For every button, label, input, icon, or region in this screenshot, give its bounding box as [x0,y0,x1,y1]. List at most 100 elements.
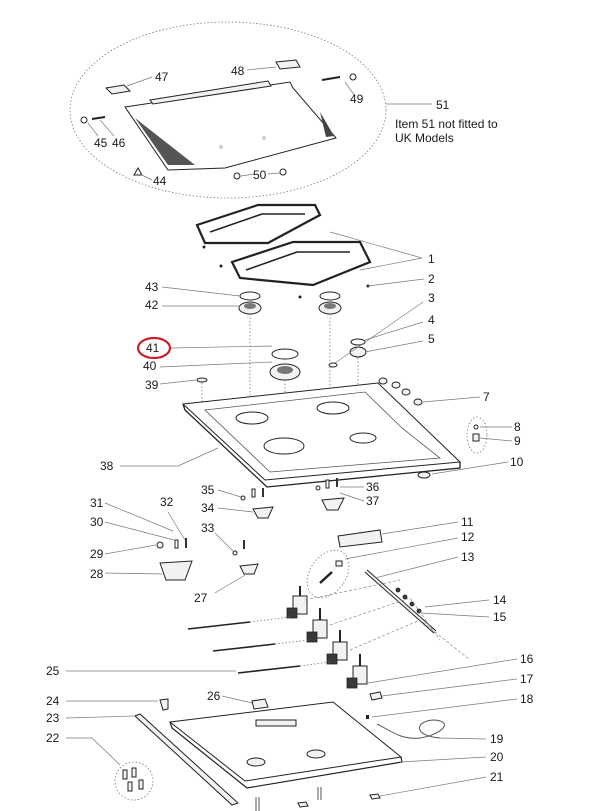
callout-21: 21 [490,770,504,784]
burner-seat [263,437,305,455]
part-50-buffer [279,168,287,176]
pan-supports: 1 2 [195,203,435,299]
callout-49: 49 [350,92,364,106]
lid-dot [219,145,223,149]
callout-4: 4 [428,313,435,327]
burner-bowl-34 [252,506,274,519]
burner-cap-4 [350,338,366,346]
part-17-clip [369,691,383,701]
glass-lid [124,81,337,171]
switch-button [391,381,401,389]
part-20-base-tray [168,701,403,782]
part-48-hinge [275,59,301,70]
pan-support-front [230,240,372,287]
part-21-clip [369,793,381,800]
switch-button [378,377,388,385]
callout-25: 25 [46,664,60,678]
hob-top-plate [181,382,462,481]
thermocouple [212,643,276,652]
part-26-bracket [251,698,269,710]
callout-17: 17 [520,672,534,686]
switch-button [413,398,423,406]
gas-tap [306,608,328,643]
callout-41: 41 [146,341,160,355]
part-24-clip [159,698,169,711]
callout-10: 10 [510,455,524,469]
callout-15: 15 [493,610,507,624]
burner-bowl-27 [239,563,259,575]
callout-36: 36 [366,480,380,494]
callout-51: 51 [436,98,450,112]
part-39-plug [196,377,208,383]
callout-3: 3 [428,291,435,305]
callout-46: 46 [112,136,126,150]
part-12-group [306,549,350,599]
callout-16: 16 [520,652,534,666]
burner-cap-41 [271,348,299,360]
callout-34: 34 [201,501,215,515]
callout-28: 28 [90,567,104,581]
burner-head-5 [349,346,367,358]
callout-47: 47 [155,70,169,84]
callout-27: 27 [194,591,208,605]
thermocouple [237,665,301,674]
note-line-1: Item 51 not fitted to [395,117,498,131]
parts-8-9-group [466,416,488,454]
burner-bowls: 35 34 36 37 33 27 31 32 30 29 28 [90,478,380,605]
callout-50: 50 [253,168,267,182]
callout-32: 32 [160,495,174,509]
callout-19: 19 [490,732,504,746]
burner-cap-rear-right [319,291,341,301]
callout-1: 1 [428,252,435,266]
callout-12: 12 [461,530,475,544]
callout-45: 45 [94,136,108,150]
callout-44: 44 [153,174,167,188]
gas-tap [326,630,348,665]
callout-29: 29 [90,547,104,561]
thermocouple [187,621,251,630]
callout-42: 42 [145,298,159,312]
part-47-hinge [104,84,132,95]
callout-43: 43 [145,280,159,294]
part-23-seal-strip [134,713,239,806]
part-3-seal [328,362,338,368]
callout-24: 24 [46,694,60,708]
callout-33: 33 [201,521,215,535]
gas-tap [346,654,368,689]
callout-23: 23 [46,711,60,725]
callout-8: 8 [514,420,521,434]
callout-11: 11 [461,515,474,529]
callout-39: 39 [145,378,159,392]
burner-seat [235,411,269,425]
part-44-foot [133,166,143,176]
gas-tap [286,586,308,619]
callout-18: 18 [520,692,534,706]
lid-shade-right [320,112,334,137]
part-18-clip [366,715,369,719]
part-49-washer [349,73,357,81]
callout-38: 38 [100,459,114,473]
callout-5: 5 [428,332,435,346]
glass-lid-group: 47 48 49 51 Item 51 not fitted to UK Mod… [69,21,498,199]
lid-shade-left [135,118,195,165]
burner-bowl-28 [159,560,193,581]
part-9 [472,433,480,442]
part-11-ignition-module [337,529,383,548]
switch-button [401,388,411,396]
callout-14: 14 [493,593,507,607]
pan-support-rear [195,203,322,245]
callout-37: 37 [366,494,380,508]
part-22-group [114,761,154,801]
base-tray: 26 24 23 22 19 20 21 [46,689,504,811]
part-8 [473,424,479,430]
callout-26: 26 [207,689,221,703]
gas-controls: 11 12 13 14 15 [46,515,534,719]
hob-top: 7 8 9 10 38 [100,377,524,488]
note-line-2: UK Models [395,131,454,145]
callout-40: 40 [143,359,157,373]
lid-hinge-strip [149,80,272,105]
callout-22: 22 [46,731,60,745]
part-19-cable [376,719,445,739]
callout-9: 9 [514,434,521,448]
